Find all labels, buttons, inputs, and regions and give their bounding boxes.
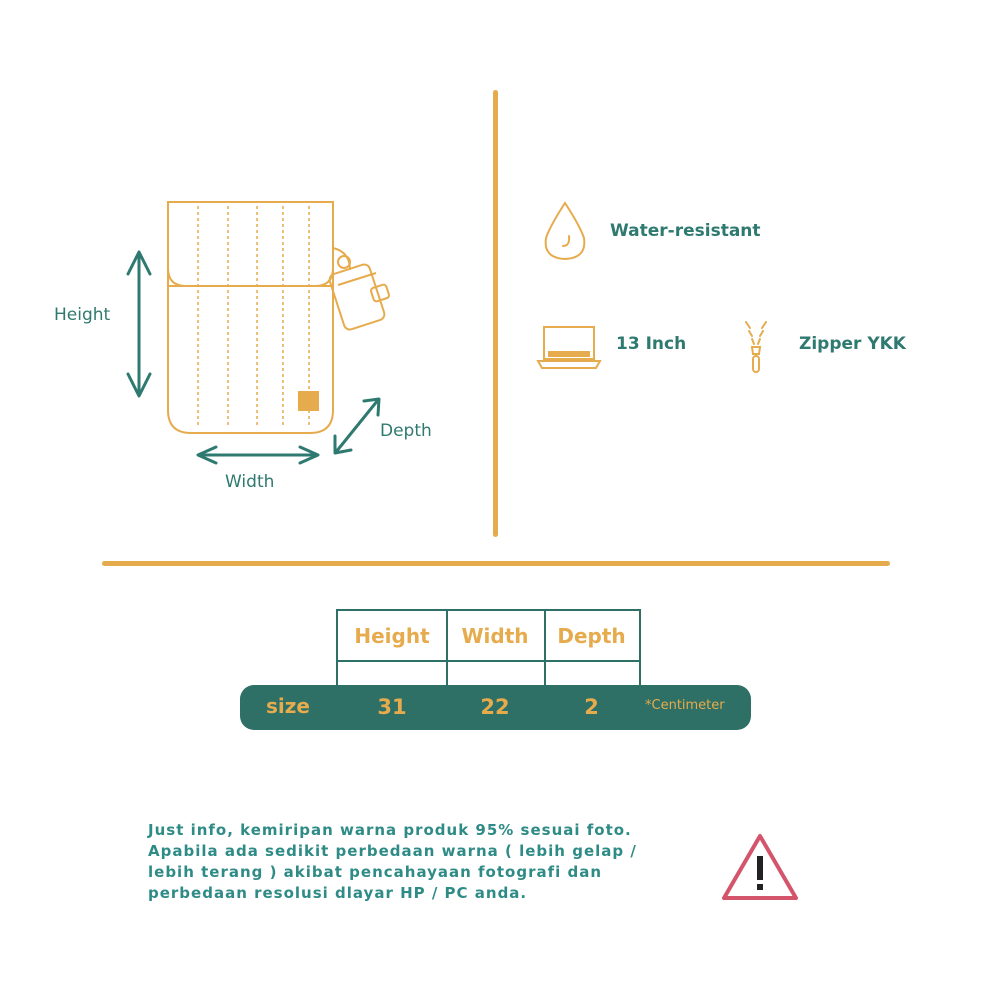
width-arrow [196, 445, 320, 465]
size-row-bar [240, 685, 751, 730]
size-table [336, 609, 641, 730]
disclaimer-note: Just info, kemiripan warna produk 95% se… [148, 820, 708, 904]
bag-icon [167, 201, 390, 434]
height-label: Height [54, 305, 111, 325]
bag-label-tag [298, 391, 319, 411]
note-line: lebih terang ) akibat pencahayaan fotogr… [148, 863, 603, 881]
header-width: Width [461, 624, 529, 648]
value-depth: 2 [584, 695, 599, 719]
horizontal-divider [102, 561, 890, 566]
width-label: Width [225, 472, 275, 492]
warning-icon [722, 834, 798, 900]
vertical-divider [493, 90, 498, 537]
value-width: 22 [480, 695, 510, 719]
water-resistant-label: Water-resistant [610, 221, 761, 241]
depth-label: Depth [380, 421, 432, 441]
note-line: Just info, kemiripan warna produk 95% se… [148, 821, 632, 839]
size-row-label: size [266, 694, 310, 718]
note-line: Apabila ada sedikit perbedaan warna ( le… [148, 842, 637, 860]
note-line: perbedaan resolusi dlayar HP / PC anda. [148, 884, 528, 902]
unit-note: *Centimeter [645, 698, 725, 713]
header-height: Height [354, 624, 430, 648]
bag-diagram [126, 201, 390, 465]
water-drop-icon [544, 201, 586, 261]
zipper-label: Zipper YKK [799, 334, 906, 354]
zipper-icon [745, 321, 767, 373]
depth-arrow [333, 397, 381, 455]
header-depth: Depth [557, 624, 626, 648]
laptop-icon [536, 326, 602, 369]
laptop-size-label: 13 Inch [616, 334, 687, 354]
height-arrow [126, 250, 152, 398]
value-height: 31 [377, 695, 407, 719]
